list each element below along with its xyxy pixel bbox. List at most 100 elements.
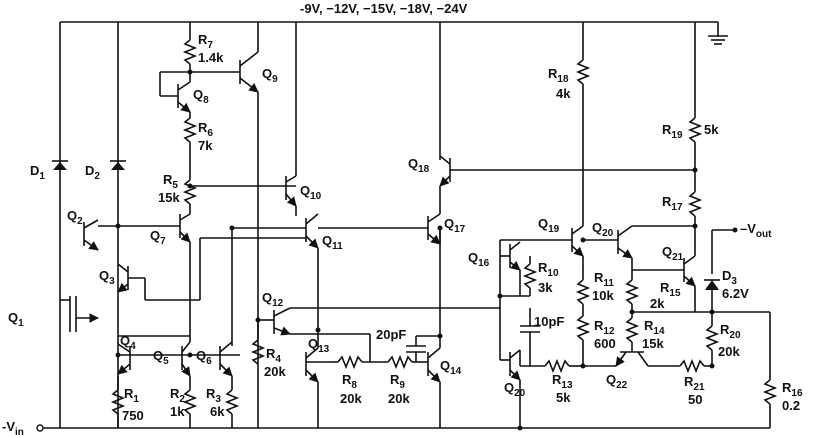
- resistor-r14: [624, 312, 640, 352]
- r4-value: 20k: [264, 364, 286, 379]
- d1-label: D1: [30, 163, 45, 182]
- capacitor-c1: [406, 335, 440, 362]
- q9-label: Q9: [262, 66, 278, 85]
- junction-dots: [115, 167, 715, 431]
- r2-label: R2: [170, 386, 185, 405]
- r21-label: R21: [684, 374, 705, 393]
- r10-label: R10: [538, 260, 559, 279]
- resistor-r21: [679, 358, 712, 374]
- r8-value: 20k: [340, 391, 362, 406]
- transistor-q2: [83, 219, 180, 251]
- transistor-q13: [305, 330, 330, 428]
- r8-label: R8: [342, 372, 357, 391]
- d3-value: 6.2V: [722, 286, 749, 301]
- diode-d2: [110, 160, 126, 170]
- q5-label: Q5: [153, 348, 169, 367]
- transistor-q16: [499, 240, 521, 360]
- q11-label: Q11: [322, 233, 343, 252]
- r6-value: 7k: [198, 138, 213, 153]
- output-label: –Vout: [740, 221, 772, 240]
- transistor-q18: [439, 155, 695, 214]
- q8-label: Q8: [193, 87, 209, 106]
- q22-label: Q22: [606, 372, 628, 391]
- q20-upper-label: Q20: [592, 220, 614, 239]
- r19-label: R19: [662, 122, 683, 141]
- r18-label: R18: [548, 66, 569, 85]
- r5-value: 15k: [158, 190, 180, 205]
- transistor-q22: [583, 351, 680, 367]
- q13-label: Q13: [308, 336, 330, 355]
- q12-label: Q12: [262, 290, 284, 309]
- transistor-q4: [117, 343, 131, 375]
- resistor-r18: [575, 59, 591, 85]
- r20-value: 20k: [718, 344, 740, 359]
- capacitor-c2: [520, 308, 540, 366]
- q19-label: Q19: [538, 216, 560, 235]
- r1-label: R1: [124, 386, 139, 405]
- r12-label: R12: [594, 318, 615, 337]
- resistor-r17: [687, 191, 703, 217]
- resistor-r15: [624, 274, 640, 312]
- q7-label: Q7: [150, 228, 166, 247]
- resistor-r9: [387, 354, 413, 370]
- r4-label: R4: [266, 346, 281, 365]
- q14-label: Q14: [440, 358, 462, 377]
- resistor-r6: [182, 117, 198, 143]
- diode-d3: [704, 279, 720, 312]
- q20-lower-label: Q20: [504, 380, 526, 399]
- d3-label: D3: [722, 268, 737, 287]
- resistor-r1: [110, 376, 126, 428]
- r18-value: 4k: [556, 86, 571, 101]
- output-node: [712, 227, 738, 233]
- supply-rail: [60, 21, 728, 45]
- resistor-r12: [575, 315, 591, 366]
- transistor-q17: [318, 213, 441, 245]
- c1-value: 20pF: [376, 327, 406, 342]
- transistor-q1: [60, 296, 99, 332]
- transistor-q14: [427, 230, 441, 428]
- r19-value: 5k: [704, 122, 719, 137]
- r12-value: 600: [594, 336, 616, 351]
- resistor-r10: [500, 256, 538, 297]
- q3-label: Q3: [99, 268, 115, 287]
- q10-label: Q10: [300, 183, 322, 202]
- q6-label: Q6: [196, 348, 212, 367]
- transistor-q12: [258, 307, 500, 362]
- resistor-r20: [704, 312, 720, 366]
- q21-label: Q21: [662, 244, 684, 263]
- transistor-q11: [231, 213, 319, 346]
- r14-label: R14: [644, 318, 665, 337]
- rail-voltage-label: -9V, −12V, −15V, −18V, −24V: [300, 1, 468, 16]
- q18-label: Q18: [408, 156, 430, 175]
- transistor-q7: [179, 213, 191, 336]
- resistor-r19: [687, 117, 703, 143]
- r16-label: R16: [782, 380, 803, 399]
- q2-label: Q2: [67, 208, 83, 227]
- r16-value: 0.2: [782, 398, 800, 413]
- resistor-r11: [575, 279, 591, 316]
- r14-value: 15k: [642, 336, 664, 351]
- r10-value: 3k: [538, 280, 553, 295]
- transistor-q10: [285, 175, 297, 216]
- r13-value: 5k: [556, 390, 571, 405]
- transistor-q3: [117, 263, 146, 300]
- q4-label: Q4: [120, 333, 136, 352]
- resistor-r3: [224, 376, 240, 428]
- transistor-q5: [181, 336, 191, 377]
- transistor-q8: [160, 81, 191, 113]
- transistor-q21: [632, 255, 696, 312]
- r20-label: R20: [720, 322, 741, 341]
- resistor-r7: [182, 39, 198, 65]
- d2-label: D2: [85, 163, 100, 182]
- transistor-q20-lower: [500, 349, 545, 428]
- r15-value: 2k: [650, 296, 665, 311]
- r7-label: R7: [198, 32, 213, 51]
- transistor-q9: [239, 51, 259, 93]
- r3-label: R3: [206, 386, 221, 405]
- r21-value: 50: [688, 392, 702, 407]
- r5-label: R5: [163, 172, 178, 191]
- c2-value: 10pF: [534, 314, 564, 329]
- resistor-r2: [182, 376, 198, 428]
- transistor-q19: [500, 225, 584, 280]
